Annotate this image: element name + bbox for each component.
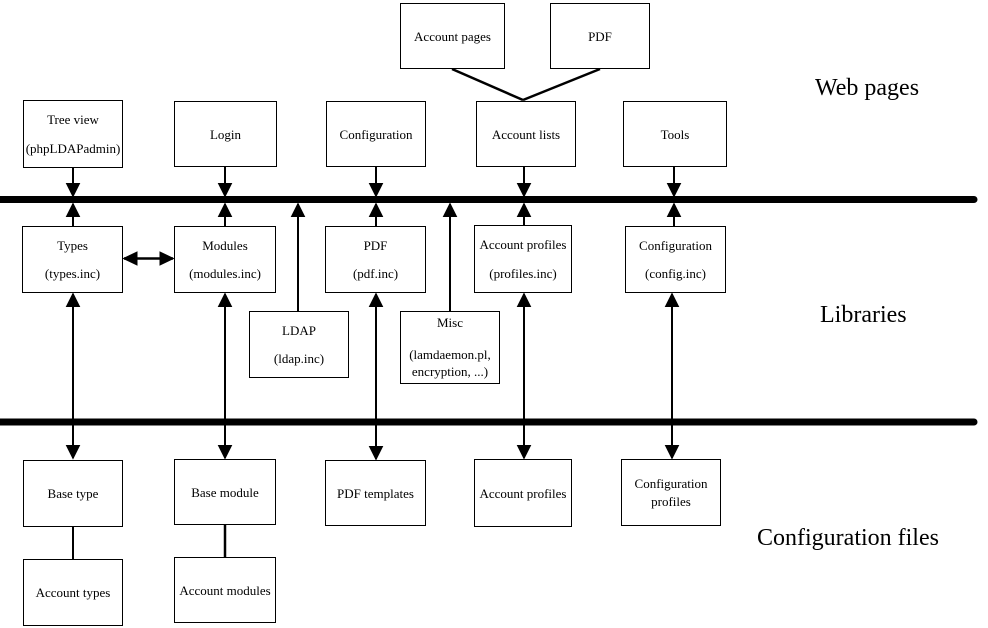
box-account-profiles-cfg: Account profiles	[474, 459, 572, 527]
box-sublabel: (modules.inc)	[189, 266, 261, 282]
arrowhead-down-icon	[666, 183, 682, 198]
arrowhead-down-icon	[368, 446, 384, 461]
box-pdf-export: PDF	[550, 3, 650, 69]
section-label-web-pages: Web pages	[815, 75, 920, 101]
box-account-lists: Account lists	[476, 101, 576, 167]
box-tools: Tools	[623, 101, 727, 167]
box-account-modules: Account modules	[174, 557, 276, 623]
box-label: Login	[209, 126, 242, 142]
box-label: Account profiles	[479, 237, 567, 252]
box-sublabel: (lamdaemon.pl,	[409, 347, 491, 362]
box-label: Modules	[202, 237, 248, 253]
box-account-pages: Account pages	[400, 3, 505, 69]
arrowhead-up-icon	[65, 202, 81, 217]
arrowhead-up-icon	[217, 202, 233, 217]
box-account-profiles-lib: Account profiles (profiles.inc)	[474, 225, 572, 293]
box-label: PDF	[588, 28, 612, 44]
arrowhead-down-icon	[664, 445, 680, 460]
box-label: Account types	[35, 585, 111, 600]
box-label: Types	[57, 237, 88, 253]
box-label: Base module	[191, 484, 259, 500]
box-types: Types (types.inc)	[22, 226, 123, 293]
arrowhead-up-icon	[516, 202, 532, 217]
box-label: Account profiles	[479, 485, 567, 501]
box-label: Account lists	[491, 126, 561, 142]
box-label: Configuration	[339, 126, 413, 142]
box-configuration-profiles: Configuration profiles	[621, 459, 721, 526]
box-sublabel: (ldap.inc)	[273, 351, 325, 367]
box-sublabel: (phpLDAPadmin)	[25, 141, 121, 156]
column-connectors-pdf	[368, 167, 384, 461]
box-sublabel: (config.inc)	[644, 266, 706, 282]
box-configuration-lib: Configuration (config.inc)	[625, 226, 726, 293]
box-sublabel: profiles	[651, 493, 691, 509]
box-ldap: LDAP (ldap.inc)	[249, 311, 349, 378]
arrowhead-down-icon	[217, 445, 233, 460]
box-misc: Misc (lamdaemon.pl, encryption, ...)	[400, 311, 500, 384]
box-label: Configuration	[639, 237, 712, 253]
section-label-configuration-files: Configuration files	[757, 525, 939, 551]
arrowhead-up-icon	[442, 202, 458, 217]
column-connectors-types	[65, 168, 81, 460]
arrowhead-left-icon	[122, 251, 138, 266]
box-account-types: Account types	[23, 559, 123, 626]
connector-line	[451, 67, 524, 102]
arrowhead-up-icon	[368, 292, 384, 307]
box-base-module: Base module	[174, 459, 276, 525]
connector-misc-bus	[442, 202, 458, 311]
box-label: PDF	[363, 237, 388, 253]
box-label: Tools	[660, 126, 690, 142]
box-label: Tree view	[47, 112, 99, 127]
connector-types-modules	[122, 251, 175, 266]
box-configuration-page: Configuration	[326, 101, 426, 167]
arrowhead-up-icon	[368, 202, 384, 217]
arrowhead-up-icon	[666, 202, 682, 217]
arrowhead-up-icon	[65, 292, 81, 307]
box-label: LDAP	[282, 322, 316, 338]
arrowhead-up-icon	[217, 292, 233, 307]
arrowhead-down-icon	[368, 183, 384, 198]
column-connectors-configuration	[664, 167, 682, 460]
box-label: PDF templates	[337, 485, 414, 501]
arrowhead-right-icon	[159, 251, 175, 266]
box-pdf-templates: PDF templates	[325, 460, 426, 526]
box-pdf-lib: PDF (pdf.inc)	[325, 226, 426, 293]
connector-ldap-bus	[290, 202, 306, 311]
box-sublabel: (profiles.inc)	[489, 266, 557, 281]
connector-pdf-accountlists	[522, 67, 601, 102]
box-sublabel: (pdf.inc)	[352, 266, 399, 282]
connector-accountpages-accountlists	[451, 67, 524, 102]
box-modules: Modules (modules.inc)	[174, 226, 276, 293]
box-label: Account modules	[179, 582, 271, 598]
arrowhead-down-icon	[516, 183, 532, 198]
box-tree-view: Tree view (phpLDAPadmin)	[23, 100, 123, 168]
column-connectors-modules	[217, 167, 233, 460]
box-label: Misc	[437, 315, 463, 330]
box-base-type: Base type	[23, 460, 123, 527]
box-label: Base type	[47, 486, 99, 501]
arrowhead-down-icon	[65, 445, 81, 460]
arrowhead-up-icon	[516, 292, 532, 307]
box-label: Account pages	[414, 28, 491, 44]
arrowhead-down-icon	[65, 183, 81, 198]
arrowhead-up-icon	[290, 202, 306, 217]
box-login: Login	[174, 101, 277, 167]
box-sublabel: (types.inc)	[44, 266, 101, 282]
arrowhead-up-icon	[664, 292, 680, 307]
box-label: Configuration	[634, 475, 708, 491]
arrowhead-down-icon	[516, 445, 532, 460]
connector-line	[522, 67, 601, 102]
box-sublabel: encryption, ...)	[411, 364, 489, 379]
column-connectors-profiles	[516, 167, 532, 460]
arrowhead-down-icon	[217, 183, 233, 198]
section-label-libraries: Libraries	[820, 302, 907, 328]
